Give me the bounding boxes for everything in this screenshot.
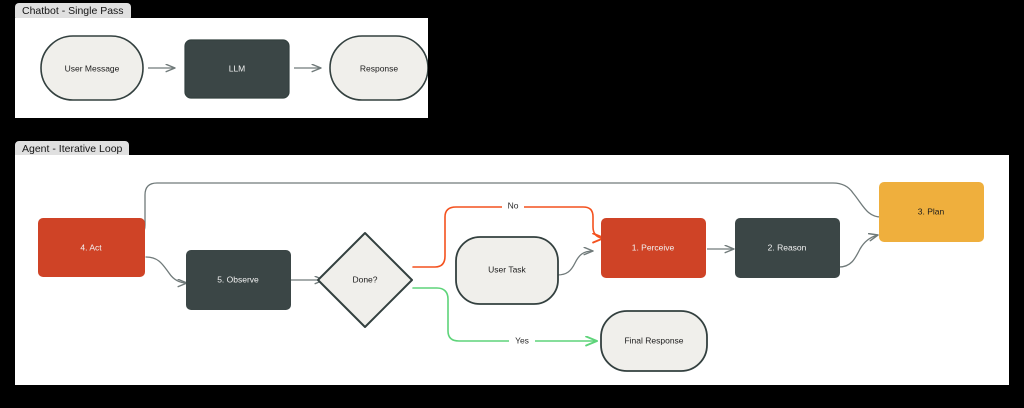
node-final-response[interactable]: Final Response (600, 310, 708, 372)
node-observe-shape (186, 250, 291, 310)
node-reason-label: 2. Reason (768, 242, 807, 252)
panel-chatbot: User Message LLM Response (15, 18, 428, 118)
node-reason[interactable]: 2. Reason (735, 218, 840, 278)
node-user-task-label: User Task (488, 264, 526, 274)
edge-done-yes-to-final-response (412, 287, 597, 341)
node-response-shape (329, 35, 428, 101)
panel-agent: 1. Perceive --> No Final Response --> Ye… (15, 155, 1009, 385)
node-plan[interactable]: 3. Plan (879, 182, 984, 242)
edge-done-no-to-perceive (412, 206, 604, 268)
node-response[interactable]: Response (329, 35, 428, 101)
chatbot-diagram: User Message LLM Response (40, 35, 428, 101)
edge-reason-to-plan (838, 235, 878, 268)
node-user-task[interactable]: User Task (455, 236, 559, 305)
node-user-message[interactable]: User Message (40, 35, 144, 101)
node-user-message-shape (40, 35, 144, 101)
node-perceive-label: 1. Perceive (632, 242, 675, 252)
node-reason-shape (735, 218, 840, 278)
edge-act-to-observe (145, 256, 187, 283)
edge-label-yes-bg (509, 334, 535, 347)
node-response-label: Response (360, 63, 399, 73)
edge-user-task-to-perceive (556, 251, 593, 276)
panel-label-agent: Agent - Iterative Loop (15, 141, 130, 159)
edge-label-no: No (508, 200, 519, 210)
node-final-response-shape (600, 310, 708, 372)
node-observe-label: 5. Observe (217, 274, 259, 284)
node-llm-label: LLM (229, 63, 246, 73)
node-llm[interactable]: LLM (184, 39, 290, 99)
panel-label-chatbot: Chatbot - Single Pass (15, 3, 131, 21)
node-done-shape (317, 232, 413, 328)
node-done[interactable]: Done? (317, 232, 413, 328)
edge-label-yes: Yes (515, 335, 529, 345)
node-done-label: Done? (352, 274, 377, 284)
node-plan-label: 3. Plan (918, 206, 945, 216)
node-perceive-shape (601, 218, 706, 278)
node-final-response-label: Final Response (624, 335, 683, 345)
node-user-task-shape (455, 236, 559, 305)
edge-label-no-bg (502, 199, 524, 212)
node-perceive[interactable]: 1. Perceive (601, 218, 706, 278)
node-observe[interactable]: 5. Observe (186, 250, 291, 310)
node-user-message-label: User Message (65, 63, 120, 73)
node-llm-shape (184, 39, 290, 99)
node-plan-shape (879, 182, 984, 242)
agent-diagram: 1. Perceive --> No Final Response --> Ye… (38, 182, 984, 372)
node-act-label: 4. Act (80, 242, 102, 252)
node-act-shape (38, 218, 145, 277)
node-act[interactable]: 4. Act (38, 218, 145, 277)
